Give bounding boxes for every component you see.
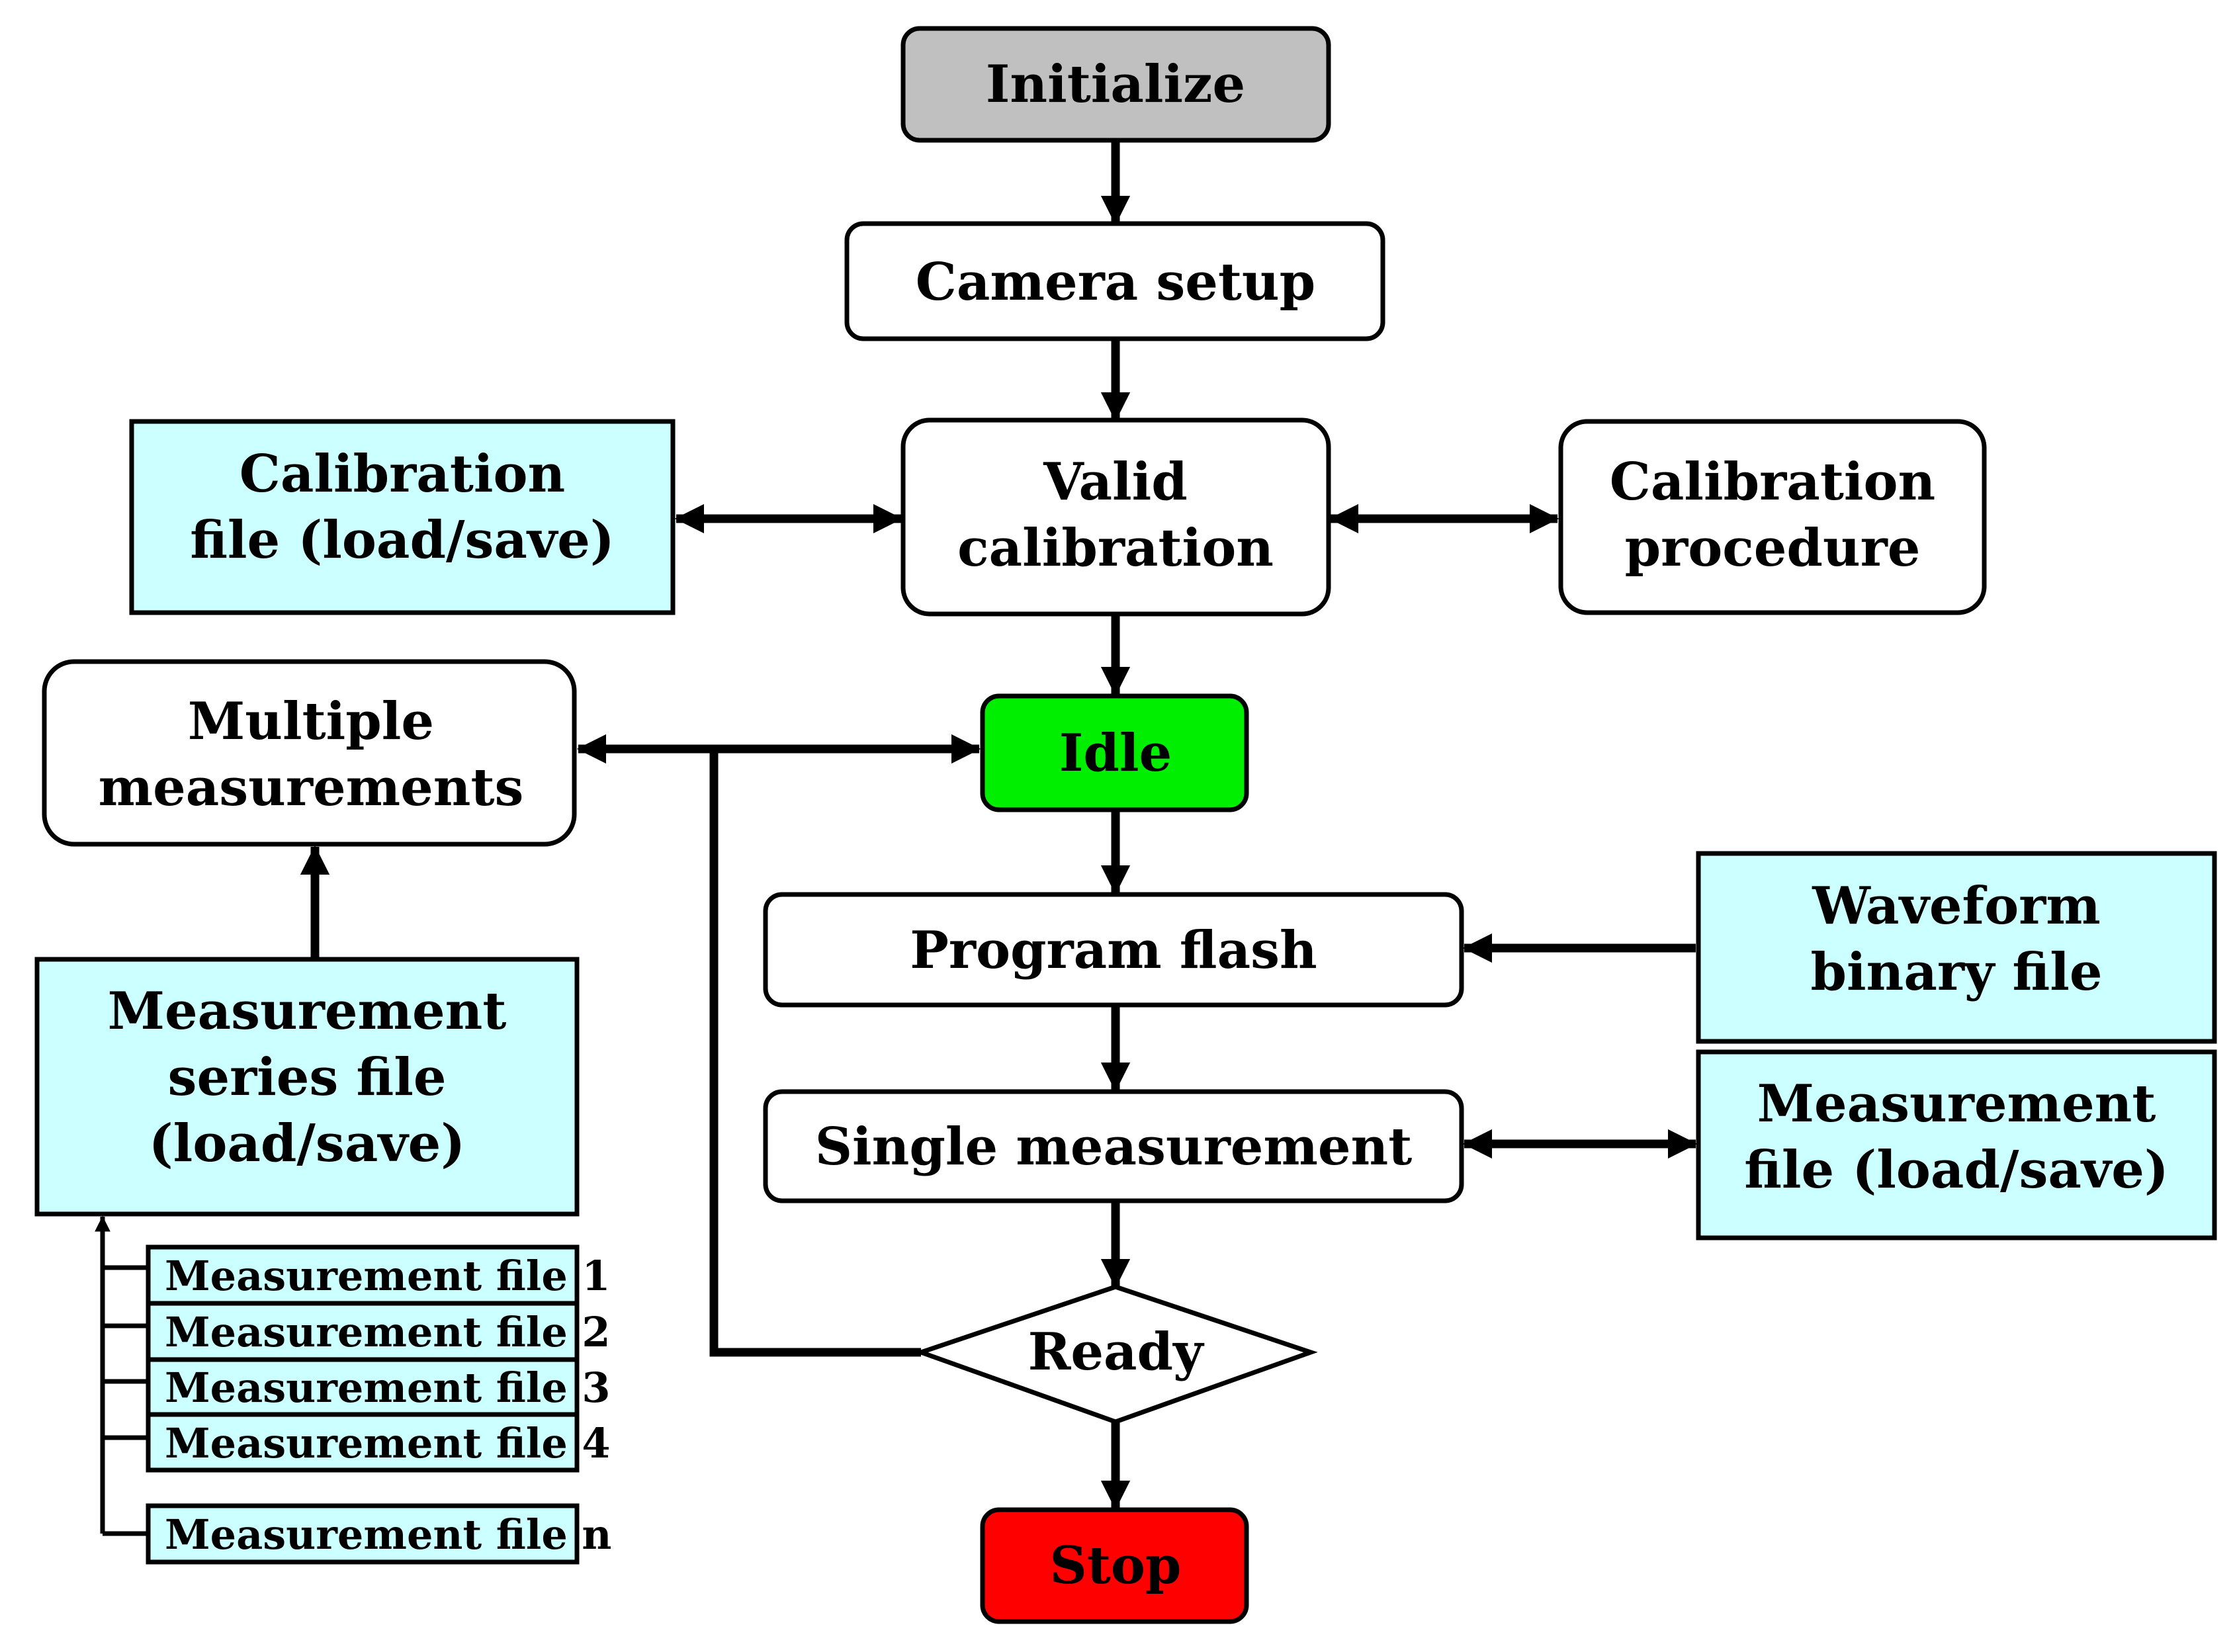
- calibration-file-label-2: file (load/save): [190, 510, 615, 570]
- measurement-file-item: Measurement file 3: [146, 1357, 611, 1417]
- single-measurement-label: Single measurement: [815, 1117, 1413, 1177]
- measurement-file-label-1: Measurement: [1757, 1074, 2156, 1134]
- node-program-flash: Program flash: [763, 892, 1464, 1008]
- idle-label: Idle: [1059, 723, 1172, 783]
- measurement-file-item: Measurement file 1: [146, 1244, 611, 1306]
- measurement-file-item: Measurement file 4: [146, 1412, 611, 1473]
- measurement-file-item-label: Measurement file 2: [165, 1308, 611, 1356]
- file-list-connectors: [95, 1215, 147, 1536]
- node-measurement-series-file: Measurement series file (load/save): [34, 957, 580, 1217]
- multiple-measurements-label-2: measurements: [99, 758, 524, 818]
- measurement-series-file-label-3: (load/save): [149, 1113, 465, 1174]
- measurement-series-file-label-2: series file: [168, 1047, 447, 1108]
- node-waveform-file: Waveform binary file: [1696, 851, 2217, 1044]
- measurement-file-item: Measurement file 2: [146, 1301, 611, 1362]
- calibration-file-label-1: Calibration: [240, 444, 565, 504]
- node-initialize: Initialize: [900, 26, 1331, 143]
- loop-ready-multiple: [709, 749, 921, 1357]
- node-valid-calibration: Valid calibration: [900, 417, 1331, 617]
- node-camera-setup: Camera setup: [844, 221, 1385, 341]
- node-calibration-procedure: Calibration procedure: [1558, 419, 1987, 615]
- node-single-measurement: Single measurement: [763, 1089, 1464, 1203]
- waveform-file-label-1: Waveform: [1812, 876, 2101, 936]
- ready-label: Ready: [1028, 1322, 1205, 1382]
- measurement-file-item-label: Measurement file n: [165, 1510, 611, 1559]
- node-calibration-file: Calibration file (load/save): [129, 419, 676, 615]
- connectors: [300, 140, 1698, 1510]
- calibration-procedure-label-2: procedure: [1625, 518, 1921, 578]
- stop-label: Stop: [1050, 1536, 1182, 1596]
- measurement-file-item-label: Measurement file 1: [165, 1252, 611, 1300]
- measurement-file-list: Measurement file 1 Measurement file 2 Me…: [146, 1244, 611, 1565]
- measurement-file-item-label: Measurement file 4: [165, 1419, 611, 1467]
- initialize-label: Initialize: [986, 54, 1245, 114]
- measurement-series-file-label-1: Measurement: [108, 981, 507, 1041]
- node-multiple-measurements: Multiple measurements: [42, 659, 577, 847]
- node-measurement-file: Measurement file (load/save): [1696, 1049, 2217, 1240]
- node-ready: Ready: [914, 1284, 1318, 1424]
- calibration-procedure-label-1: Calibration: [1610, 452, 1935, 512]
- measurement-file-label-2: file (load/save): [1744, 1140, 2169, 1200]
- multiple-measurements-label-1: Multiple: [188, 691, 434, 752]
- valid-calibration-label-2: calibration: [957, 518, 1274, 578]
- camera-setup-label: Camera setup: [916, 252, 1315, 312]
- measurement-file-item: Measurement file n: [146, 1503, 611, 1565]
- waveform-file-label-2: binary file: [1811, 942, 2103, 1002]
- valid-calibration-label-1: Valid: [1043, 452, 1188, 512]
- node-idle: Idle: [980, 693, 1249, 812]
- program-flash-label: Program flash: [910, 920, 1317, 980]
- measurement-file-item-label: Measurement file 3: [165, 1364, 611, 1412]
- node-stop: Stop: [980, 1507, 1249, 1624]
